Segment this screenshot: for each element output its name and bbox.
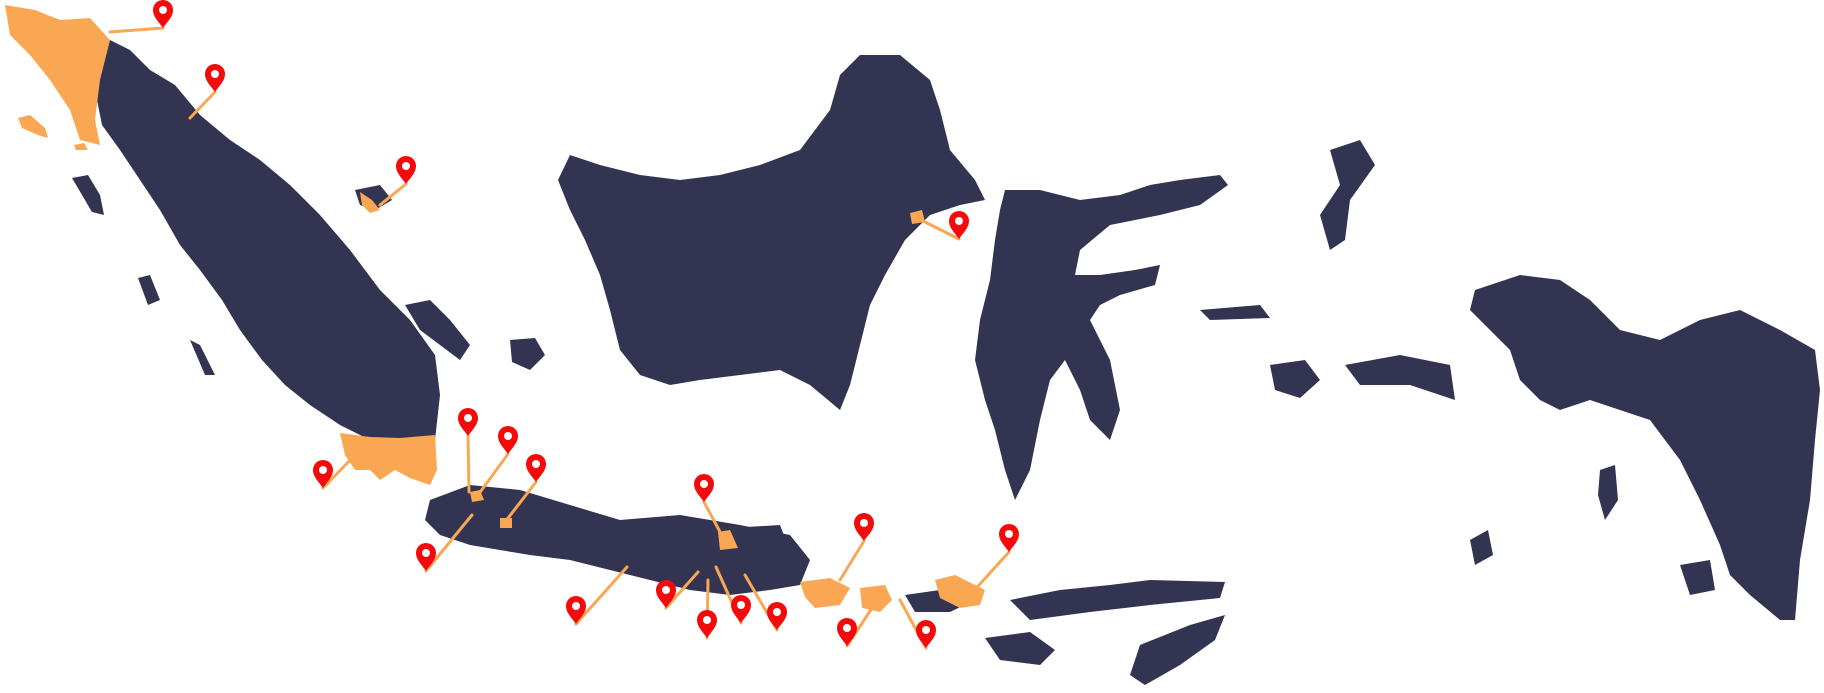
region-lombok[interactable] — [860, 585, 892, 612]
leader-line-lampung — [321, 453, 357, 490]
map-pin-icon[interactable] — [566, 596, 586, 624]
leader-line-jakarta — [466, 434, 471, 494]
pin-layer — [108, 0, 1019, 650]
region-batam[interactable] — [360, 192, 380, 213]
island-sumba — [985, 632, 1055, 665]
map-pin-icon[interactable] — [416, 543, 436, 571]
island-papua — [1470, 275, 1820, 620]
region-bali[interactable] — [800, 578, 850, 608]
island-sula — [1200, 305, 1270, 320]
map-pin-icon[interactable] — [205, 64, 225, 92]
map-pin-icon[interactable] — [731, 595, 751, 623]
map-pin-icon[interactable] — [999, 524, 1019, 552]
leader-line-bekasi — [476, 452, 510, 497]
island-timor — [1130, 615, 1225, 685]
map-pin-icon[interactable] — [767, 602, 787, 630]
map-pin-icon[interactable] — [458, 408, 478, 436]
leader-line-solo — [664, 570, 700, 610]
map-pin-icon[interactable] — [153, 0, 173, 28]
island-kalimantan — [558, 55, 985, 410]
island-madura — [730, 525, 785, 540]
leader-line-bogor — [424, 513, 474, 573]
island-bangka — [405, 300, 470, 360]
island-java — [425, 485, 810, 595]
island-nias — [72, 175, 104, 215]
island-mentawai-2 — [190, 340, 215, 375]
region-lampung[interactable] — [340, 433, 437, 485]
island-aru — [1598, 465, 1618, 520]
map-pin-icon[interactable] — [854, 513, 874, 541]
island-small-aceh[interactable] — [74, 143, 88, 150]
island-kepulauan-tanimbar — [1470, 530, 1493, 565]
map-pin-icon[interactable] — [837, 618, 857, 646]
map-pin-icon[interactable] — [697, 610, 717, 638]
map-pin-icon[interactable] — [526, 454, 546, 482]
map-pin-icon[interactable] — [694, 474, 714, 502]
leader-line-yogyakarta — [574, 565, 629, 626]
region-aceh[interactable] — [5, 5, 110, 145]
map-pin-icon[interactable] — [313, 460, 333, 488]
island-simeulue[interactable] — [18, 115, 48, 138]
leader-line-bali — [838, 539, 866, 582]
island-flores — [1010, 580, 1225, 620]
map-pin-icon[interactable] — [396, 156, 416, 184]
leader-line-medan — [188, 90, 217, 120]
map-pin-icon[interactable] — [498, 426, 518, 454]
island-yos-sudarso — [1680, 560, 1715, 595]
island-halmahera — [1320, 140, 1375, 250]
leader-line-samarinda — [913, 215, 961, 241]
map-pin-icon[interactable] — [656, 580, 676, 608]
region-sumbawa-east[interactable] — [935, 575, 985, 608]
leader-line-bandung — [503, 480, 538, 524]
map-pin-icon[interactable] — [916, 620, 936, 648]
island-mentawai — [138, 275, 160, 305]
island-buru — [1270, 360, 1320, 398]
island-sulawesi — [975, 175, 1228, 500]
leader-line-semarang — [702, 500, 729, 547]
leader-line-aceh — [108, 26, 165, 34]
island-belitung — [510, 338, 545, 370]
map-pin-icon[interactable] — [949, 211, 969, 239]
island-seram — [1345, 355, 1455, 400]
leader-line-sumbawa-east — [968, 550, 1011, 597]
leader-line-batam — [378, 182, 408, 207]
island-sumatra — [95, 40, 440, 445]
